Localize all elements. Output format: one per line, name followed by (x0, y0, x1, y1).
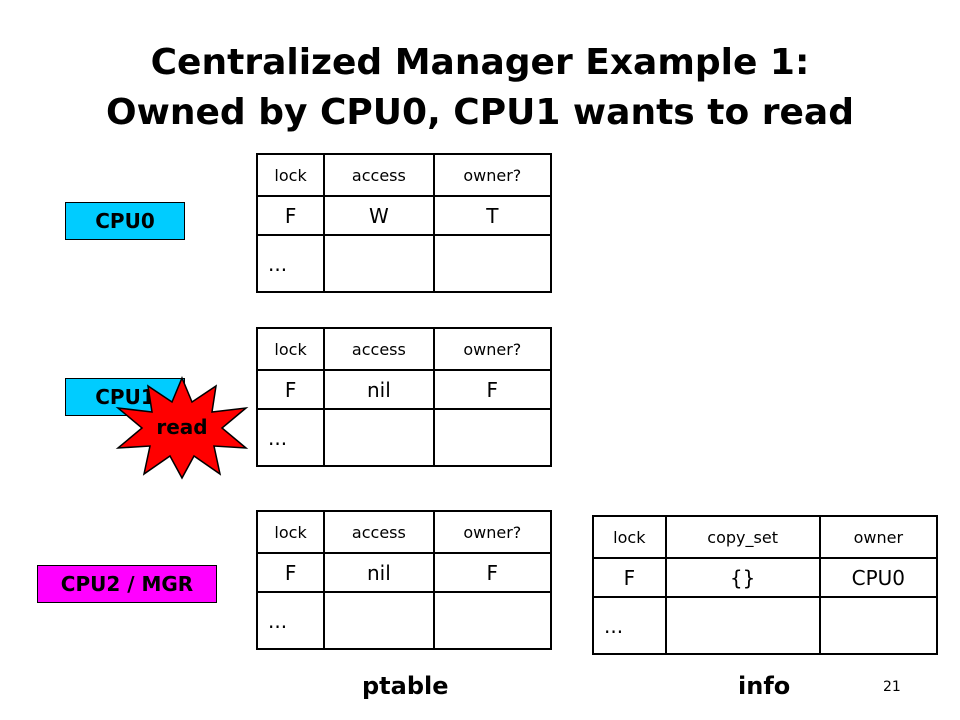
col-header: owner? (432, 510, 553, 554)
col-header: access (323, 153, 435, 197)
col-header: access (323, 327, 435, 371)
table-row: F nil F (255, 552, 553, 593)
cpu1-ptable: lock access owner? F nil F ... (255, 327, 553, 467)
title-line-2: Owned by CPU0, CPU1 wants to read (106, 92, 854, 133)
read-burst-icon: read (115, 376, 249, 480)
col-header: copy_set (664, 515, 821, 559)
ellipsis-cell: ... (255, 408, 326, 467)
table-row: F {} CPU0 (592, 557, 939, 598)
ellipsis-cell: ... (255, 591, 326, 650)
col-header: owner (818, 515, 939, 559)
col-header: owner? (432, 327, 553, 371)
header-row: lock access owner? (255, 153, 553, 197)
cpu0-box: CPU0 (65, 202, 185, 240)
ellipsis-row: ... (255, 591, 553, 650)
manager-info-table: lock copy_set owner F {} CPU0 ... (592, 515, 939, 655)
col-header: lock (255, 327, 326, 371)
header-row: lock copy_set owner (592, 515, 939, 559)
owner-cell: F (432, 369, 553, 410)
empty-cell (432, 234, 553, 293)
lock-cell: F (255, 369, 326, 410)
slide-title: Centralized Manager Example 1: Owned by … (0, 38, 960, 138)
header-row: lock access owner? (255, 327, 553, 371)
table-row: F W T (255, 195, 553, 236)
copy-set-cell: {} (664, 557, 821, 598)
empty-cell (818, 596, 939, 655)
access-cell: W (323, 195, 435, 236)
cpu2-manager-box: CPU2 / MGR (37, 565, 217, 603)
page-number: 21 (883, 679, 901, 695)
title-line-1: Centralized Manager Example 1: (150, 42, 810, 83)
empty-cell (323, 408, 435, 467)
col-header: access (323, 510, 435, 554)
ellipsis-cell: ... (255, 234, 326, 293)
access-cell: nil (323, 552, 435, 593)
burst-label: read (156, 415, 207, 439)
access-cell: nil (323, 369, 435, 410)
owner-cell: T (432, 195, 553, 236)
owner-cell: CPU0 (818, 557, 939, 598)
col-header: lock (592, 515, 667, 559)
empty-cell (664, 596, 821, 655)
lock-cell: F (592, 557, 667, 598)
cpu0-ptable: lock access owner? F W T ... (255, 153, 553, 293)
owner-cell: F (432, 552, 553, 593)
ellipsis-row: ... (255, 234, 553, 293)
col-header: owner? (432, 153, 553, 197)
ellipsis-row: ... (255, 408, 553, 467)
empty-cell (432, 591, 553, 650)
empty-cell (323, 234, 435, 293)
ptable-caption: ptable (362, 672, 449, 700)
cpu2-ptable: lock access owner? F nil F ... (255, 510, 553, 650)
empty-cell (323, 591, 435, 650)
ellipsis-cell: ... (592, 596, 667, 655)
empty-cell (432, 408, 553, 467)
ellipsis-row: ... (592, 596, 939, 655)
header-row: lock access owner? (255, 510, 553, 554)
info-caption: info (738, 672, 791, 700)
col-header: lock (255, 153, 326, 197)
burst-shape (115, 376, 249, 480)
lock-cell: F (255, 552, 326, 593)
col-header: lock (255, 510, 326, 554)
table-row: F nil F (255, 369, 553, 410)
lock-cell: F (255, 195, 326, 236)
